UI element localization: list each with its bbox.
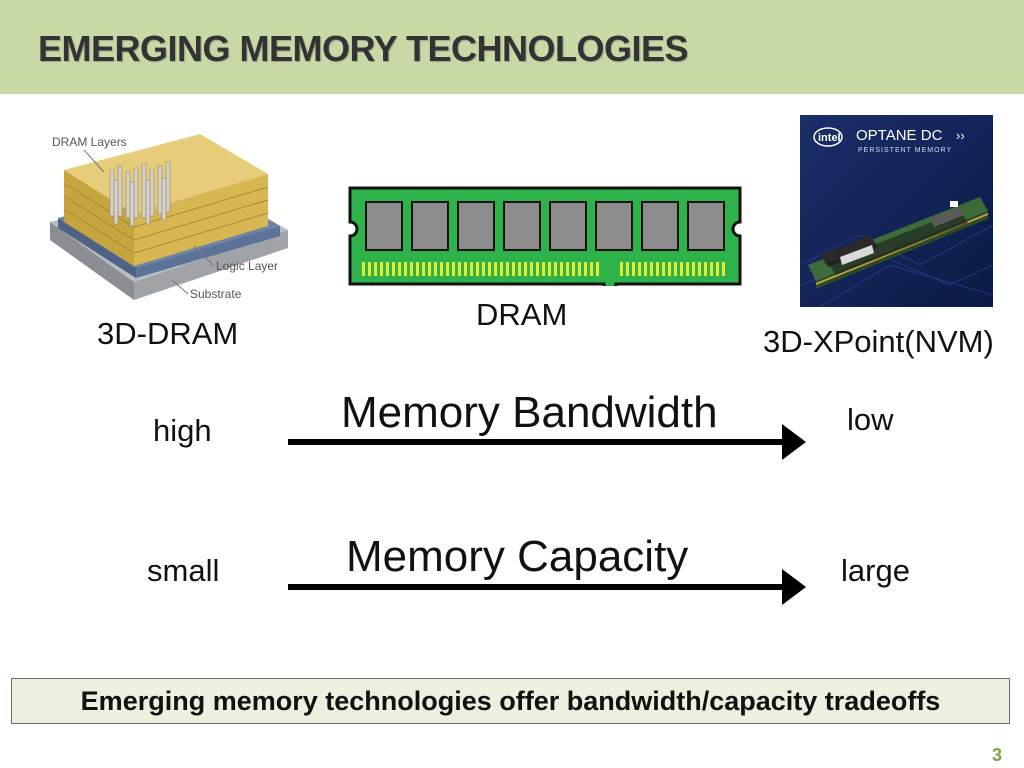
caption-3d-dram: 3D-DRAM — [97, 316, 239, 351]
substrate-label: Substrate — [190, 287, 242, 301]
optane-dc-module-icon: intel OPTANE DC ›› PERSISTENT MEMORY — [800, 115, 993, 307]
capacity-right-label: large — [841, 553, 910, 588]
capacity-arrow-icon — [288, 569, 806, 605]
logic-layer-label: Logic Layer — [216, 259, 278, 273]
capacity-title: Memory Capacity — [346, 532, 689, 581]
capacity-left-label: small — [147, 553, 220, 588]
caption-dram: DRAM — [476, 297, 568, 332]
bandwidth-arrow-icon — [288, 424, 806, 460]
intel-brand-text: intel — [818, 132, 841, 144]
dram-layers-label: DRAM Layers — [52, 135, 127, 149]
3d-dram-stack-icon: DRAM Layers Logic Layer Substrate — [44, 122, 290, 308]
slide-title: EMERGING MEMORY TECHNOLOGIES — [38, 28, 689, 69]
bandwidth-title: Memory Bandwidth — [341, 388, 718, 437]
caption-3d-xpoint: 3D-XPoint(NVM) — [763, 324, 994, 359]
summary-box: Emerging memory technologies offer bandw… — [11, 678, 1010, 724]
summary-text: Emerging memory technologies offer bandw… — [80, 685, 941, 716]
page-number: 3 — [991, 745, 1002, 765]
optane-subtitle-text: PERSISTENT MEMORY — [858, 147, 952, 154]
bandwidth-left-label: high — [153, 413, 212, 448]
dram-module-icon — [348, 186, 742, 286]
title-bar: EMERGING MEMORY TECHNOLOGIES — [0, 0, 1024, 94]
svg-text:››: ›› — [956, 128, 965, 143]
optane-product-text: OPTANE DC — [856, 127, 943, 144]
bandwidth-right-label: low — [847, 402, 894, 437]
